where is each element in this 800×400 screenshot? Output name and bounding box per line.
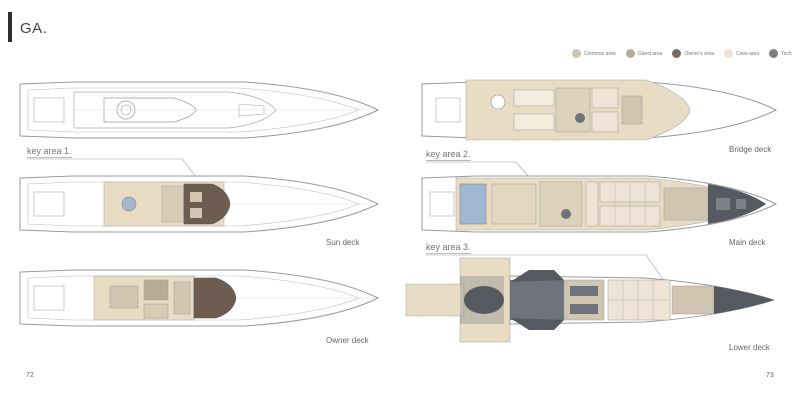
- key-area-2-label: key area 2.: [426, 149, 471, 161]
- legend-item-common: Common area: [572, 49, 616, 58]
- key-area-3-label: key area 3.: [426, 242, 471, 254]
- legend-item-guest: Guest area: [625, 49, 662, 58]
- legend-item-tech: Tech: [769, 49, 792, 58]
- right-page: Common area Guest area Owner's area Crew…: [400, 0, 800, 400]
- legend-swatch-common: [572, 49, 581, 58]
- sun-deck-label: Sun deck: [326, 238, 360, 247]
- lower-deck-plan: [405, 257, 776, 343]
- left-page: GA. key area 1. Sun deck: [8, 12, 380, 379]
- owner-deck-label: Owner deck: [326, 336, 369, 345]
- key-area-1-label: key area 1.: [27, 146, 72, 158]
- legend-item-crew: Crew area: [724, 49, 759, 58]
- top-deck-plan: [19, 81, 380, 139]
- legend-swatch-owner: [672, 49, 682, 58]
- legend-swatch-crew: [724, 49, 734, 58]
- legend-swatch-guest: [625, 49, 635, 58]
- owner-deck-plan: [19, 269, 380, 327]
- page-title: GA.: [20, 20, 48, 37]
- sun-deck-plan: [19, 175, 380, 233]
- bridge-deck-label: Bridge deck: [729, 145, 772, 154]
- main-deck-plan: [421, 175, 778, 233]
- main-deck-label: Main deck: [729, 238, 766, 247]
- legend-swatch-tech: [769, 49, 779, 58]
- legend-item-owner: Owner's area: [672, 49, 714, 58]
- header-bar: [8, 12, 12, 42]
- bridge-deck-plan: [421, 79, 778, 141]
- page-number-left: 72: [26, 372, 34, 379]
- lower-deck-label: Lower deck: [729, 343, 770, 352]
- legend: Common area Guest area Owner's area Crew…: [572, 49, 792, 58]
- page-number-right: 73: [766, 372, 774, 379]
